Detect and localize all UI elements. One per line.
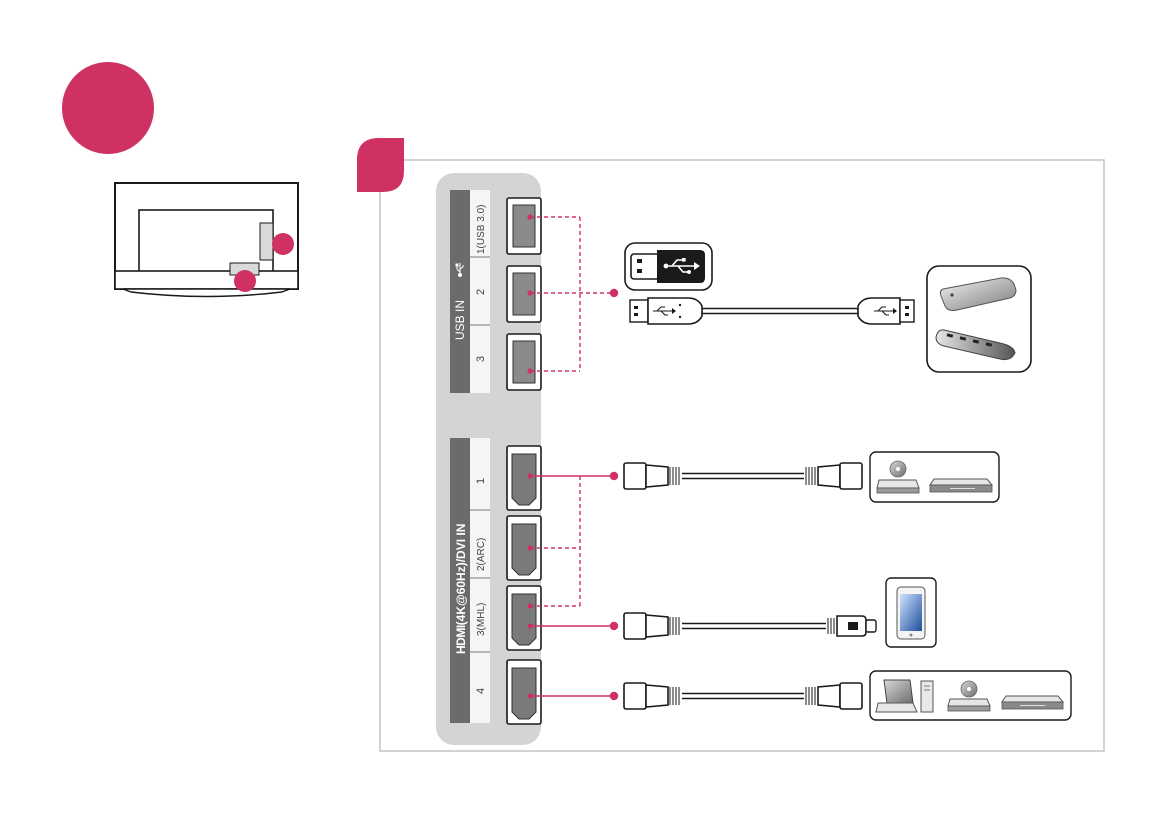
set-top-box-icon xyxy=(930,479,992,492)
tv-rear-overview xyxy=(115,183,298,297)
usb-cable xyxy=(630,298,914,324)
mhl-cable xyxy=(624,613,876,639)
rear-side-badge xyxy=(272,233,294,255)
hdmi-group-title: HDMI(4K@60Hz)/DVI IN xyxy=(454,524,468,654)
hdmi-logo: HDMI xyxy=(454,625,468,654)
hdmi-port-1[interactable] xyxy=(507,446,541,510)
main-step-badge xyxy=(62,62,154,154)
usb-port-3[interactable] xyxy=(507,334,541,390)
hdmi-port-3-label: 3(MHL) xyxy=(476,603,487,636)
usb-port-3-label: 3 xyxy=(475,356,487,362)
hdmi-label-strip: HDMI(4K@60Hz)/DVI IN 1 2(ARC) 3(MHL) 4 xyxy=(450,438,490,723)
hdmi-port-2-label: 2(ARC) xyxy=(476,538,487,571)
usb-label-strip: USB IN 1(USB 3.0) 2 3 xyxy=(450,190,490,393)
hdmi-port-4[interactable] xyxy=(507,660,541,724)
mhl-device-box xyxy=(886,578,936,647)
hdmi-port-1-label: 1 xyxy=(475,478,487,484)
hdmi-1-devices-box xyxy=(870,452,999,502)
usb-port-2[interactable] xyxy=(507,266,541,322)
smartphone-icon xyxy=(897,587,925,639)
set-top-box-icon xyxy=(1002,696,1063,709)
panel-step-badge xyxy=(357,138,404,192)
hdmi-port-2[interactable] xyxy=(507,516,541,580)
usb-symbol-tile-icon xyxy=(625,243,712,290)
hdmi-port-3[interactable] xyxy=(507,586,541,650)
usb-port-1-label: 1(USB 3.0) xyxy=(476,205,487,254)
rear-side-port-area xyxy=(260,223,273,260)
hdmi-cable-4 xyxy=(624,683,862,709)
hdmi-4-devices-box xyxy=(870,671,1071,720)
hdmi-title-text: (4K@60Hz)/DVI IN xyxy=(454,524,468,626)
usb-devices-box xyxy=(927,266,1031,372)
usb-port-2-label: 2 xyxy=(475,289,487,295)
hdmi-cable-1 xyxy=(624,463,862,489)
hdmi-port-4-label: 4 xyxy=(475,688,487,694)
usb-group-title: USB IN xyxy=(453,300,467,340)
desktop-pc-icon xyxy=(921,681,933,712)
usb-port-1[interactable] xyxy=(507,198,541,254)
rear-bottom-badge xyxy=(234,270,256,292)
